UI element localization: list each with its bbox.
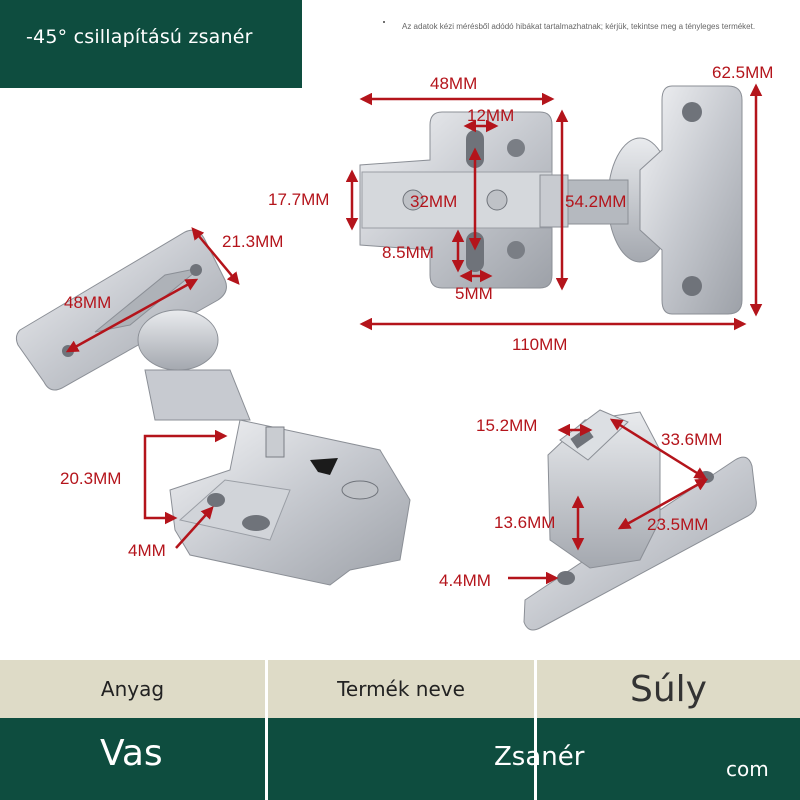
top-hinge-illustration: [359, 85, 743, 315]
dim-top-width: 48MM: [430, 74, 477, 93]
value-weight: com: [726, 757, 769, 781]
disclaimer-text: Az adatok kézi mérésből adódó hibákat ta…: [402, 22, 756, 31]
dim-top-slot-height: 8.5MM: [382, 243, 434, 262]
dim-top-slot-spacing: 12MM: [467, 106, 514, 125]
value-product-name: Zsanér: [494, 742, 585, 772]
value-material: Vas: [100, 733, 163, 774]
header-material: Anyag: [100, 677, 165, 701]
left-hinge-illustration: [15, 229, 411, 586]
table-divider: [534, 660, 537, 800]
dim-right-height: 13.6MM: [494, 513, 555, 532]
header-weight: Súly: [630, 668, 707, 710]
dim-left-plate-length: 48MM: [64, 293, 111, 312]
header-product-name: Termék neve: [337, 677, 465, 701]
dim-left-base-height: 20.3MM: [60, 469, 121, 488]
decorative-dot: [383, 21, 385, 23]
dim-right-top-width: 15.2MM: [476, 416, 537, 435]
dim-top-hole-distance: 32MM: [410, 192, 457, 211]
spec-table-value-row: [0, 718, 800, 800]
dim-top-depth: 17.7MM: [268, 190, 329, 209]
dim-left-hole: 4MM: [128, 541, 166, 560]
dim-top-height: 62.5MM: [712, 63, 773, 82]
dim-top-arm-length: 54.2MM: [565, 192, 626, 211]
dim-right-plate-length: 33.6MM: [661, 430, 722, 449]
dim-right-hole: 4.4MM: [439, 571, 491, 590]
title-banner: -45° csillapítású zsanér: [0, 0, 302, 88]
hinge-diagram: 48MM 62.5MM 12MM 17.7MM 32MM 54.2MM 8.5M…: [15, 63, 773, 631]
dim-top-slot-width: 5MM: [455, 284, 493, 303]
spec-table-header-row: [0, 660, 800, 718]
dim-left-plate-width: 21.3MM: [222, 232, 283, 251]
dim-top-total-length: 110MM: [512, 335, 567, 354]
dim-right-hole-distance: 23.5MM: [647, 515, 708, 534]
table-divider: [265, 660, 268, 800]
dimension-lines: [65, 83, 763, 585]
page-title: -45° csillapítású zsanér: [26, 26, 253, 48]
